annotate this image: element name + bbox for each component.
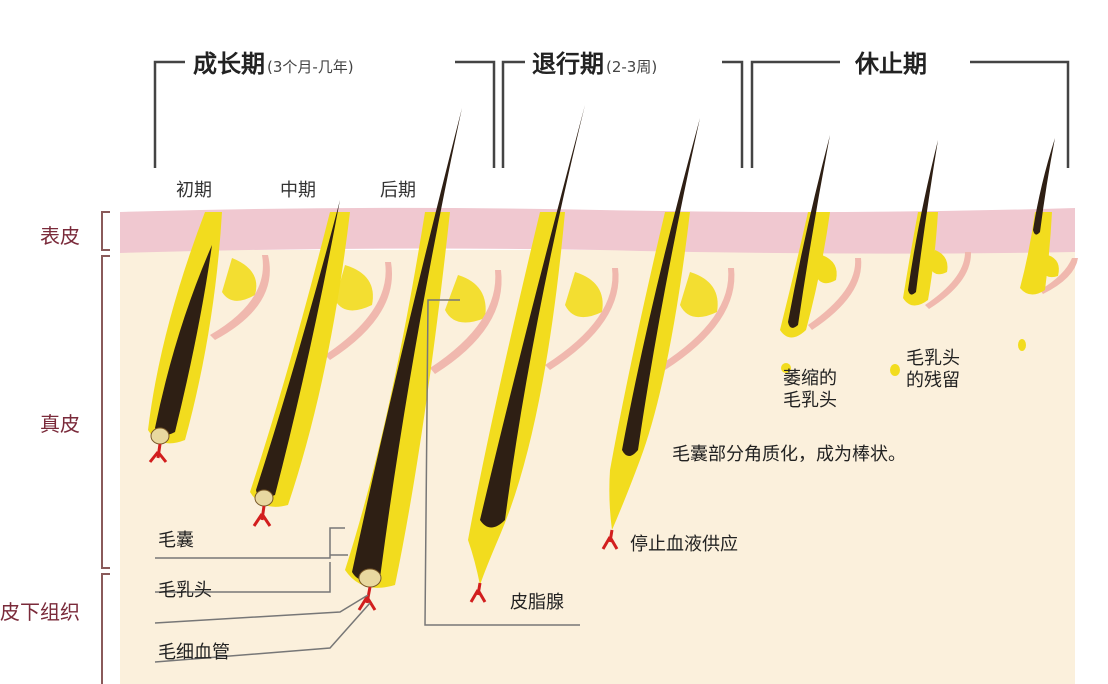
label-sebaceous-gland: 皮脂腺: [510, 592, 564, 613]
sebaceous-gland: [222, 258, 257, 301]
phase-telogen-title: 休止期: [855, 44, 927, 79]
hair-shaft: [1033, 138, 1055, 235]
arrector-muscle: [925, 252, 972, 309]
sebaceous-gland: [565, 272, 603, 318]
label-follicle: 毛囊: [158, 530, 194, 551]
label-stop-blood-supply: 停止血液供应: [630, 534, 738, 555]
arrector-muscle: [545, 268, 619, 370]
stage-late-label: 后期: [380, 180, 416, 201]
sebaceous-gland: [680, 272, 718, 318]
stage-early-label: 初期: [176, 180, 212, 201]
label-papilla: 毛乳头: [158, 580, 212, 601]
hair-shaft: [788, 135, 830, 328]
hair-shaft: [480, 105, 585, 528]
hair-shaft: [622, 118, 700, 456]
phase-anagen-name: 成长期: [193, 50, 265, 78]
layer-subcutis-label: 皮下组织: [0, 600, 80, 624]
hair-shaft: [256, 200, 340, 498]
hair-shaft: [352, 108, 462, 581]
phase-anagen-title: 成长期(3个月-几年): [193, 44, 354, 79]
stage-middle-label: 中期: [280, 180, 316, 201]
hair-papilla: [254, 489, 274, 507]
hair-shaft: [908, 140, 938, 295]
phase-anagen-duration: (3个月-几年): [267, 58, 354, 76]
epidermis-layer: [120, 207, 1075, 254]
capillary: [469, 582, 487, 603]
hair-anagen-middle: [250, 200, 393, 527]
phase-telogen-name: 休止期: [855, 50, 927, 78]
arrector-muscle: [808, 258, 862, 330]
hair-telogen-3: [1018, 138, 1078, 351]
hair-papilla: [150, 427, 170, 445]
phase-catagen-title: 退行期(2-3周): [532, 44, 657, 79]
arrector-muscle: [1040, 258, 1078, 294]
arrector-muscle: [430, 270, 502, 374]
phase-brackets: [153, 60, 1070, 168]
papilla-remnant: [1018, 339, 1026, 351]
sebaceous-gland: [445, 275, 486, 323]
label-keratinize: 毛囊部分角质化，成为棒状。: [672, 444, 906, 465]
hair-anagen-early: [148, 212, 270, 463]
hair-telogen-1: [780, 135, 862, 373]
leader-lines: [154, 299, 580, 663]
hair-catagen-1: [468, 105, 619, 603]
hair-papilla: [358, 568, 382, 588]
label-capillary: 毛细血管: [158, 642, 230, 663]
label-papilla-remnant-line2: 的残留: [906, 370, 960, 391]
arrector-muscle: [210, 255, 270, 340]
label-papilla-remnant: 毛乳头 的残留: [906, 348, 960, 392]
arrector-muscle: [325, 262, 393, 360]
layer-brackets: [101, 211, 110, 684]
capillary: [601, 529, 619, 550]
sebaceous-gland: [335, 265, 373, 311]
hair-anagen-late: [345, 108, 502, 611]
capillary: [252, 505, 272, 527]
label-atrophied-papilla-line1: 萎缩的: [783, 368, 837, 389]
sebaceous-gland: [930, 250, 948, 275]
label-atrophied-papilla-line2: 毛乳头: [783, 390, 837, 411]
label-atrophied-papilla: 萎缩的 毛乳头: [783, 368, 837, 412]
capillary: [148, 443, 168, 463]
hair-shaft: [155, 245, 212, 436]
hair-catagen-2: [601, 118, 735, 550]
hair-telogen-2: [890, 140, 972, 376]
sebaceous-gland: [1042, 255, 1059, 278]
atrophied-papilla: [781, 363, 791, 373]
follicle-sheath: [1020, 212, 1052, 295]
capillary: [357, 586, 377, 611]
label-papilla-remnant-line1: 毛乳头: [906, 348, 960, 369]
sebaceous-gland: [816, 255, 837, 284]
phase-catagen-duration: (2-3周): [606, 58, 658, 76]
papilla-remnant: [890, 364, 900, 376]
layer-dermis-label: 真皮: [40, 412, 80, 436]
arrector-muscle: [660, 268, 735, 370]
layer-epidermis-label: 表皮: [40, 224, 80, 248]
phase-catagen-name: 退行期: [532, 50, 604, 78]
